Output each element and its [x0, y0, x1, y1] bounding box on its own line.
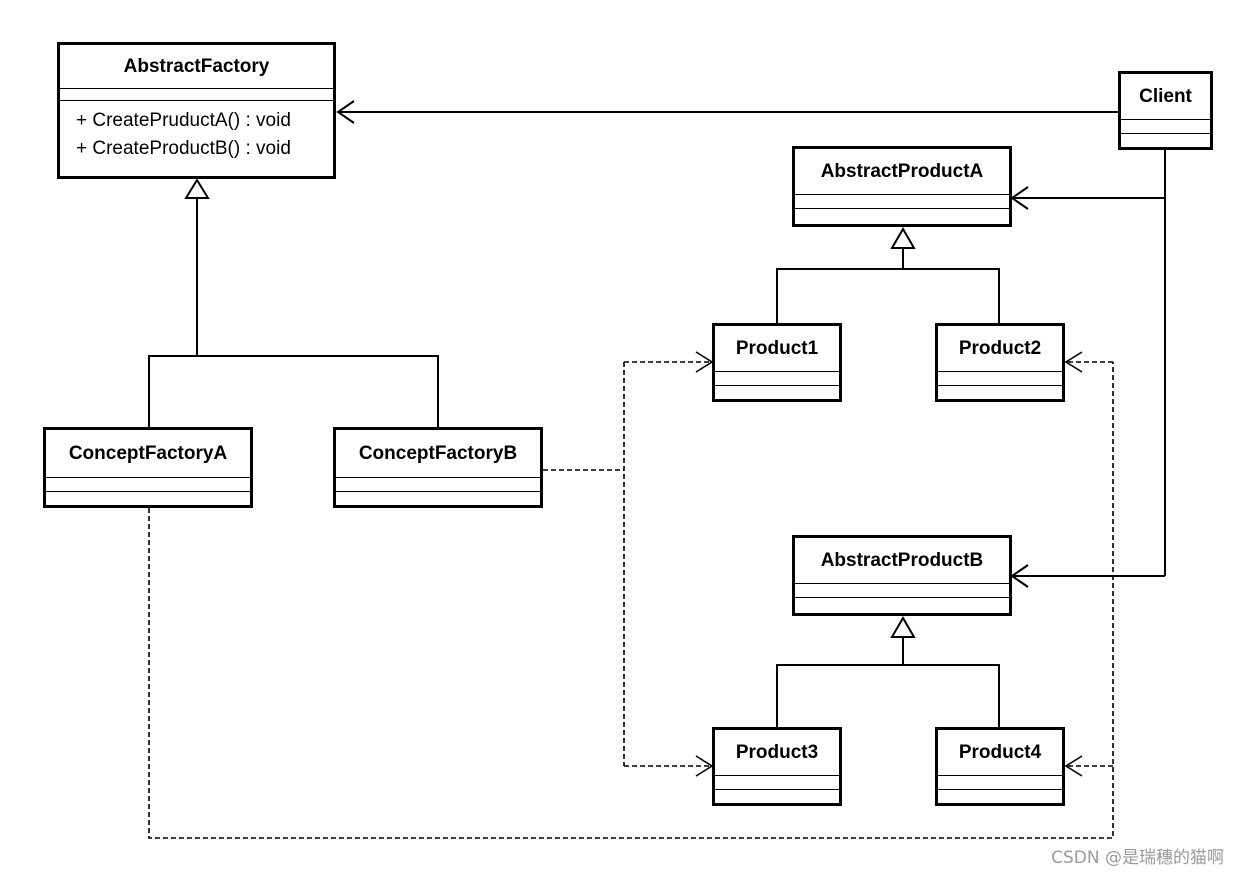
class-abstractproducta[interactable]: AbstractProductA	[792, 146, 1012, 227]
dependency-arrowhead-product4	[1064, 755, 1083, 777]
class-attributes-client	[1121, 120, 1210, 134]
generalization-line-conceptfactoryb	[197, 355, 439, 427]
class-name-product2: Product2	[938, 326, 1062, 372]
class-attributes-product2	[938, 372, 1062, 386]
operation-create-product-b: + CreateProductB() : void	[76, 138, 291, 159]
operation-create-product-a: + CreatePruductA() : void	[76, 110, 291, 131]
generalization-line-product4	[903, 664, 1000, 727]
class-name-abstractfactory: AbstractFactory	[60, 45, 333, 89]
class-attributes-product4	[938, 776, 1062, 790]
class-attributes-abstractfactory	[60, 89, 333, 101]
class-name-conceptfactoryb: ConceptFactoryB	[336, 430, 540, 478]
class-name-product1: Product1	[715, 326, 839, 372]
association-arrowhead-abstractproducta	[1010, 186, 1029, 210]
class-product4[interactable]: Product4	[935, 727, 1065, 806]
class-conceptfactorya[interactable]: ConceptFactoryA	[43, 427, 253, 508]
watermark: CSDN @是瑞穗的猫啊	[1051, 848, 1224, 868]
class-name-conceptfactorya: ConceptFactoryA	[46, 430, 250, 478]
generalization-line-product2	[903, 268, 1000, 323]
class-product2[interactable]: Product2	[935, 323, 1065, 402]
class-product3[interactable]: Product3	[712, 727, 842, 806]
class-name-product3: Product3	[715, 730, 839, 776]
generalization-line-product3	[776, 637, 904, 727]
class-attributes-conceptfactorya	[46, 478, 250, 492]
generalization-factories-to-abstractfactory	[148, 178, 439, 427]
class-attributes-abstractproductb	[795, 584, 1009, 598]
generalization-triangle-abstractfactory	[184, 178, 210, 199]
generalization-products-to-abstractproducta	[776, 227, 1000, 323]
class-name-product4: Product4	[938, 730, 1062, 776]
class-abstractproductb[interactable]: AbstractProductB	[792, 535, 1012, 616]
class-attributes-conceptfactoryb	[336, 478, 540, 492]
class-operations-abstractfactory: + CreatePruductA() : void + CreateProduc…	[60, 101, 333, 163]
generalization-triangle-abstractproducta	[890, 227, 916, 249]
dependency-conceptfactorya-path	[148, 362, 1114, 839]
generalization-products-to-abstractproductb	[776, 616, 1000, 727]
generalization-triangle-abstractproductb	[890, 616, 916, 638]
associations-from-client	[336, 100, 1166, 588]
generalization-line-product1	[776, 248, 904, 323]
class-name-abstractproducta: AbstractProductA	[795, 149, 1009, 195]
dependencies	[148, 361, 1114, 839]
class-name-abstractproductb: AbstractProductB	[795, 538, 1009, 584]
class-name-client: Client	[1121, 74, 1210, 120]
class-client[interactable]: Client	[1118, 71, 1213, 150]
class-abstractfactory[interactable]: AbstractFactory + CreatePruductA() : voi…	[57, 42, 336, 179]
class-product1[interactable]: Product1	[712, 323, 842, 402]
class-attributes-abstractproducta	[795, 195, 1009, 209]
association-arrowhead-abstractproductb	[1010, 564, 1029, 588]
association-arrowhead-abstractfactory	[336, 100, 355, 124]
class-conceptfactoryb[interactable]: ConceptFactoryB	[333, 427, 543, 508]
dependency-arrowhead-product2	[1064, 351, 1083, 373]
class-attributes-product1	[715, 372, 839, 386]
generalization-line-conceptfactorya	[148, 198, 198, 427]
class-attributes-product3	[715, 776, 839, 790]
